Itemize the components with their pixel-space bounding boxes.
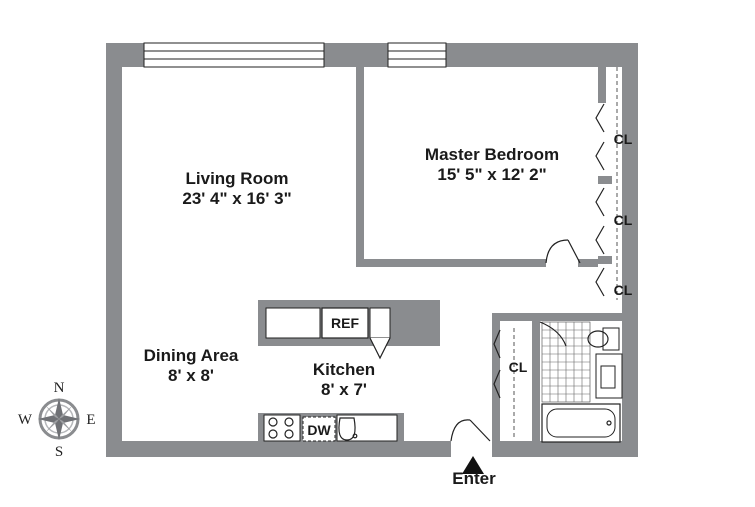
dishwasher: [302, 416, 336, 442]
entry-arrow-icon: [462, 456, 484, 474]
compass-west: W: [18, 412, 33, 428]
window-living: [143, 42, 325, 68]
closet-4-label: CL: [509, 359, 528, 375]
master-bedroom-name: Master Bedroom: [425, 145, 559, 164]
sink-icon: [338, 417, 356, 441]
window-bedroom: [387, 42, 447, 68]
sink-vanity-icon: [600, 365, 616, 389]
kitchen-island: REF: [258, 300, 440, 360]
compass-south: S: [55, 444, 63, 460]
entry-door: [450, 419, 491, 442]
closet-2-label: CL: [614, 212, 633, 228]
dining-area-name: Dining Area: [144, 346, 239, 365]
entry-label: Enter: [452, 469, 496, 488]
stove-icon: [268, 417, 294, 439]
closet-1-label: CL: [614, 131, 633, 147]
dishwasher-label: DW: [307, 422, 331, 438]
bedroom-door: [545, 239, 581, 264]
closet-3-label: CL: [614, 282, 633, 298]
hall-closet: [493, 328, 515, 440]
compass-north: N: [54, 380, 65, 396]
refrigerator: [321, 307, 369, 339]
closet-doors: [595, 67, 618, 300]
outer-walls: [106, 42, 638, 457]
refrigerator-label: REF: [331, 315, 359, 331]
kitchen-name: Kitchen: [313, 360, 375, 379]
living-room-size: 23' 4" x 16' 3": [182, 189, 291, 208]
living-room-name: Living Room: [186, 169, 289, 188]
bathroom-tile-floor: [541, 321, 591, 403]
bathroom: [539, 321, 623, 443]
kitchen-counter: DW: [258, 413, 404, 443]
master-bedroom-size: 15' 5" x 12' 2": [437, 165, 546, 184]
dining-area-size: 8' x 8': [168, 366, 214, 385]
kitchen-size: 8' x 7': [321, 380, 367, 399]
toilet-icon: [587, 330, 609, 348]
compass-rose-icon: [38, 398, 80, 440]
compass-east: E: [86, 412, 95, 428]
